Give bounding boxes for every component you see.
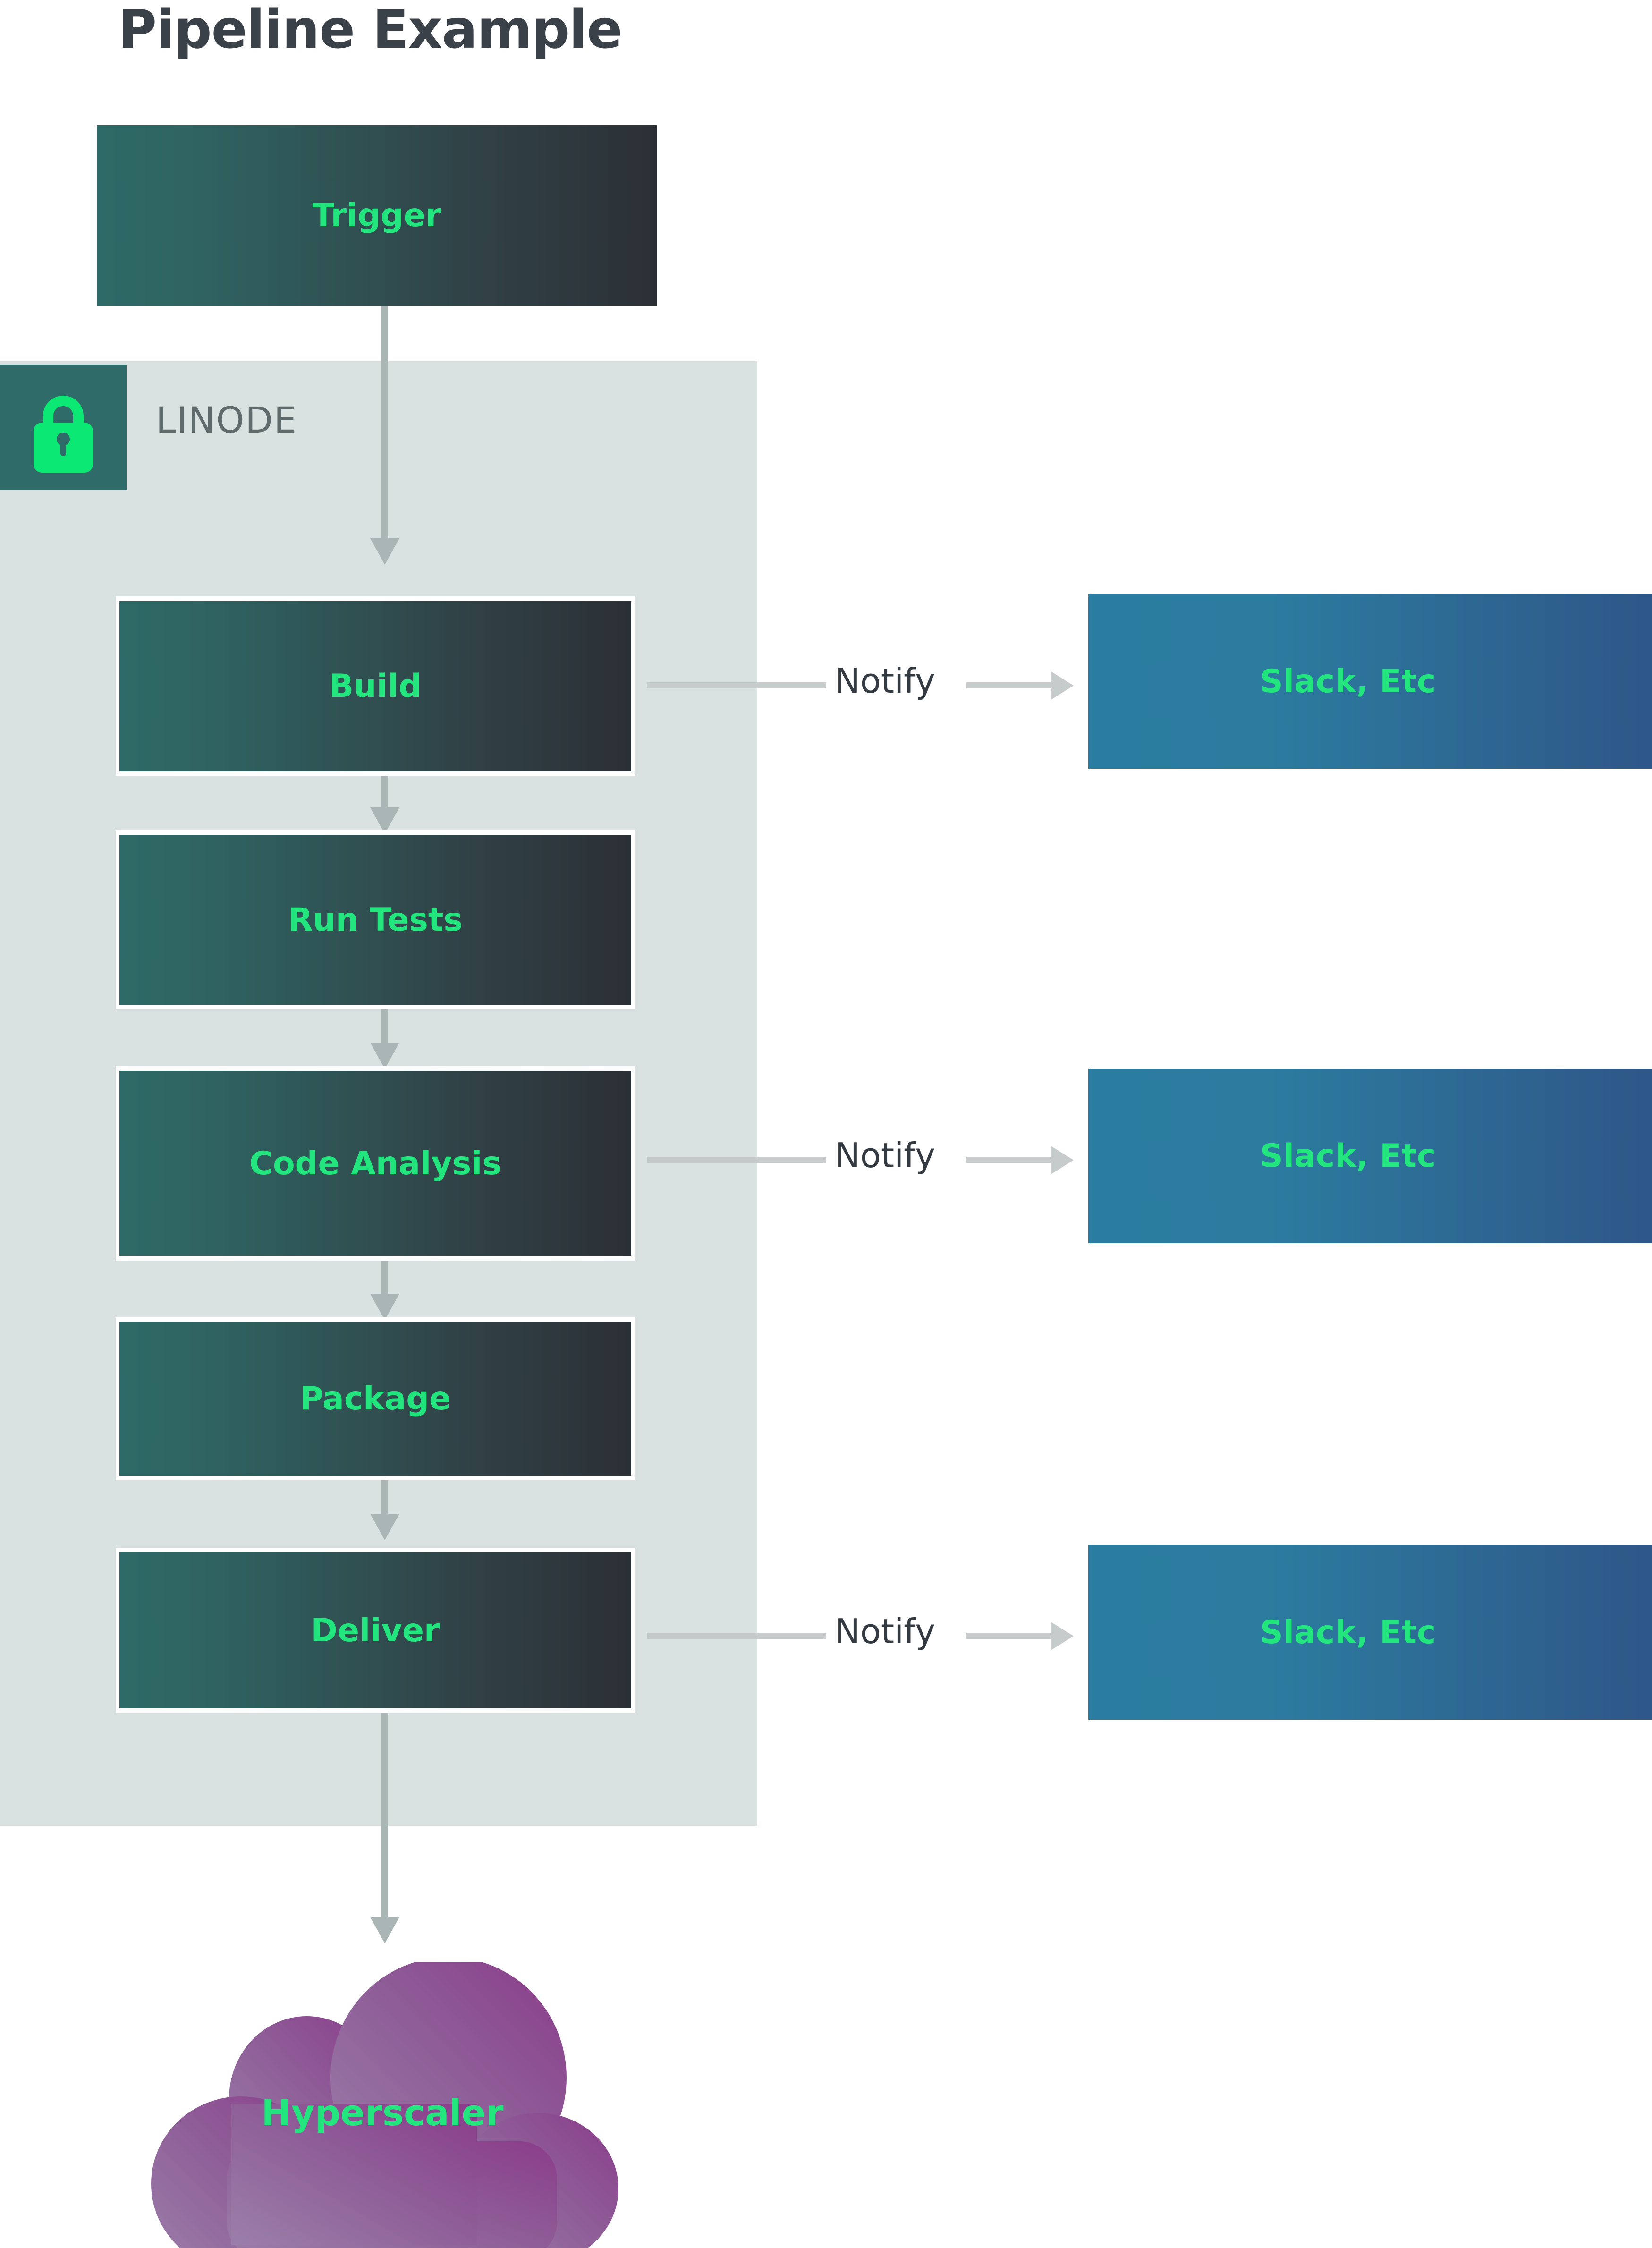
node-trigger-fill: Trigger — [97, 125, 657, 306]
connector-package-deliver — [381, 1477, 388, 1519]
zone-label: LINODE — [156, 399, 297, 441]
node-deliver-label: Deliver — [311, 1612, 440, 1649]
node-run-tests-label: Run Tests — [288, 901, 463, 939]
connector-trigger-build — [381, 306, 388, 542]
cloud-icon — [151, 1962, 618, 2248]
node-trigger-label: Trigger — [312, 197, 441, 234]
node-trigger[interactable]: Trigger — [97, 125, 657, 306]
connector-codeanalysis-package — [381, 1257, 388, 1299]
notify-line-left-3 — [647, 1633, 826, 1639]
connector-runtests-codeanalysis-arrowhead — [370, 1043, 399, 1069]
node-deliver[interactable]: Deliver — [116, 1548, 635, 1713]
connector-codeanalysis-package-arrowhead — [370, 1294, 399, 1320]
node-build-fill: Build — [119, 601, 631, 771]
target-slack-2[interactable]: Slack, Etc — [1088, 1069, 1652, 1243]
cloud-label: Hyperscaler — [261, 2092, 504, 2134]
connector-deliver-cloud — [381, 1709, 388, 1922]
connector-build-runtests — [381, 771, 388, 813]
node-build-label: Build — [329, 667, 422, 705]
notify-line-left-2 — [647, 1157, 826, 1163]
lock-icon — [34, 396, 93, 473]
node-build[interactable]: Build — [116, 596, 635, 776]
notify-arrowhead-1 — [1051, 671, 1074, 700]
connector-runtests-codeanalysis — [381, 1006, 388, 1048]
connector-build-runtests-arrowhead — [370, 807, 399, 834]
notify-line-right-3 — [966, 1633, 1052, 1639]
target-slack-3[interactable]: Slack, Etc — [1088, 1545, 1652, 1720]
notify-label-1: Notify — [835, 661, 935, 701]
target-slack-1[interactable]: Slack, Etc — [1088, 594, 1652, 769]
node-code-analysis-label: Code Analysis — [249, 1145, 501, 1182]
notify-label-3: Notify — [835, 1612, 935, 1651]
target-slack-3-label: Slack, Etc — [1260, 1613, 1436, 1651]
notify-arrowhead-2 — [1051, 1146, 1074, 1174]
notify-label-2: Notify — [835, 1136, 935, 1175]
node-package[interactable]: Package — [116, 1317, 635, 1480]
notify-line-right-1 — [966, 682, 1052, 688]
node-package-label: Package — [299, 1380, 451, 1417]
node-package-fill: Package — [119, 1322, 631, 1476]
connector-package-deliver-arrowhead — [370, 1514, 399, 1540]
node-code-analysis[interactable]: Code Analysis — [116, 1066, 635, 1261]
target-slack-1-label: Slack, Etc — [1260, 662, 1436, 700]
node-run-tests[interactable]: Run Tests — [116, 830, 635, 1009]
page-title: Pipeline Example — [118, 0, 623, 60]
node-deliver-fill: Deliver — [119, 1552, 631, 1708]
node-code-analysis-fill: Code Analysis — [119, 1071, 631, 1256]
notify-arrowhead-3 — [1051, 1622, 1074, 1650]
target-slack-2-label: Slack, Etc — [1260, 1137, 1436, 1175]
notify-line-left-1 — [647, 682, 826, 688]
cloud-shape[interactable] — [146, 1962, 618, 2248]
connector-deliver-cloud-arrowhead — [370, 1917, 399, 1943]
node-run-tests-fill: Run Tests — [119, 835, 631, 1005]
notify-line-right-2 — [966, 1157, 1052, 1163]
lock-icon-badge — [0, 365, 127, 490]
connector-trigger-build-arrowhead — [370, 538, 399, 565]
